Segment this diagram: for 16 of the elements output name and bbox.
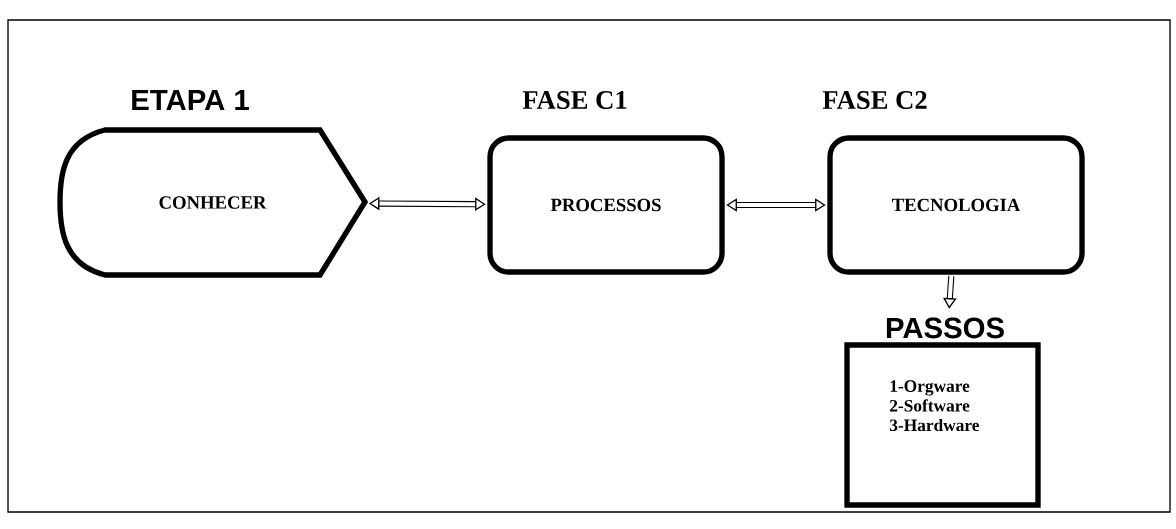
heading: FASE C2 (822, 91, 927, 109)
process-box (487, 135, 725, 275)
pointer-shape (57, 127, 368, 278)
arrow (726, 198, 826, 212)
list-item: 3-Hardware (889, 418, 979, 432)
box-label: TECNOLOGIA (892, 198, 1021, 212)
list-item: 2-Software (890, 399, 970, 412)
heading: ETAPA 1 (132, 89, 249, 111)
list-box (844, 342, 1041, 508)
box-label: CONHECER (159, 196, 267, 209)
list-item: 1-Orgware (890, 380, 970, 396)
heading: PASSOS (886, 317, 1004, 339)
heading: FASE C1 (522, 91, 627, 109)
process-box (827, 135, 1085, 275)
box-label: PROCESSOS (550, 198, 661, 212)
arrow (943, 275, 957, 309)
